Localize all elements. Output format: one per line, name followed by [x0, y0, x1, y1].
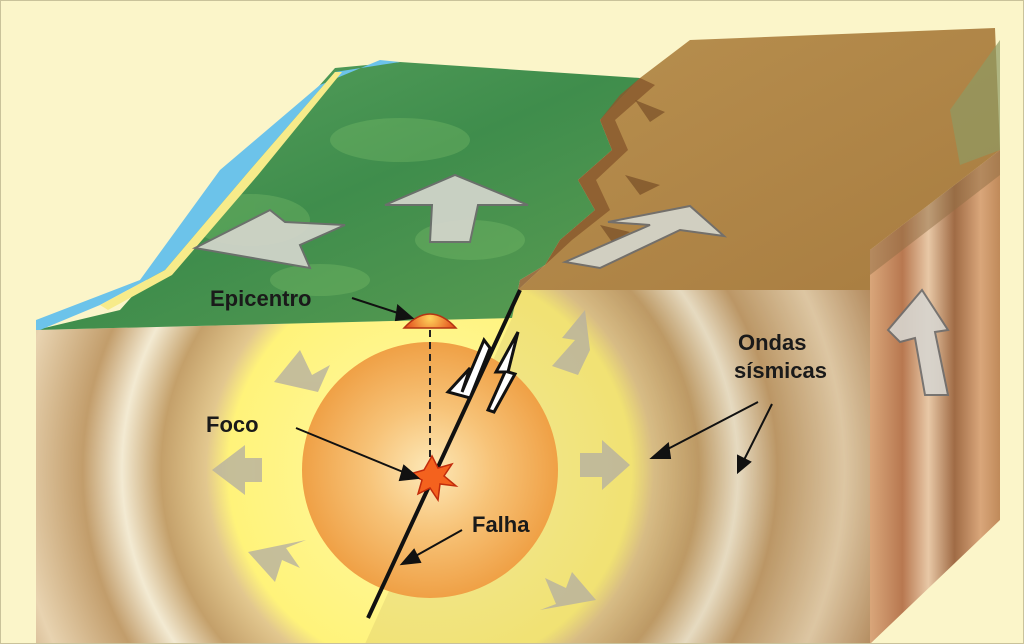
arrow-wave-right — [580, 440, 630, 490]
arrow-wave-lower-left — [248, 540, 306, 582]
scarp-shadows — [600, 100, 665, 242]
arrow-wave-upper-left — [274, 350, 330, 392]
pointer-waves-inner-head — [649, 442, 672, 459]
label-fault: Falha — [472, 512, 530, 537]
pointer-epicenter — [351, 297, 405, 316]
label-seismic-waves-1: Ondas — [738, 330, 806, 355]
arrow-surface-right — [561, 204, 728, 270]
beach — [100, 72, 342, 310]
arrow-surface-up — [384, 173, 529, 243]
fault-line — [366, 289, 522, 619]
label-epicenter: Epicentro — [210, 286, 311, 311]
wave-arrows — [212, 310, 630, 610]
side-vegetation — [950, 40, 1000, 165]
water — [36, 60, 400, 330]
pointer-waves-inner — [661, 401, 759, 453]
pointer-epicenter-head — [394, 304, 415, 322]
label-seismic-waves-2: sísmicas — [734, 358, 827, 383]
pointer-fault-head — [399, 548, 422, 566]
arrow-surface-left — [191, 208, 346, 270]
label-focus: Foco — [206, 412, 259, 437]
pointer-waves-outer — [741, 403, 773, 465]
label-pointers — [295, 297, 773, 566]
pointer-focus-head — [398, 464, 421, 482]
grass-surface — [36, 62, 640, 330]
arrow-wave-lower-right — [540, 572, 596, 610]
surface-arrows — [191, 173, 728, 270]
side-face-top-edge — [870, 150, 1000, 275]
block-side-face — [870, 150, 1000, 644]
fault-slip-arrows — [445, 331, 520, 414]
epicenter-marker — [402, 313, 458, 329]
pointer-waves-outer-head — [737, 454, 752, 475]
pointer-focus — [295, 427, 409, 475]
pointer-fault — [411, 529, 463, 559]
arrow-wave-left — [212, 445, 262, 495]
arrow-side-up — [886, 288, 950, 396]
fault-scarp — [512, 78, 655, 318]
arrow-wave-upper-right — [552, 310, 590, 375]
